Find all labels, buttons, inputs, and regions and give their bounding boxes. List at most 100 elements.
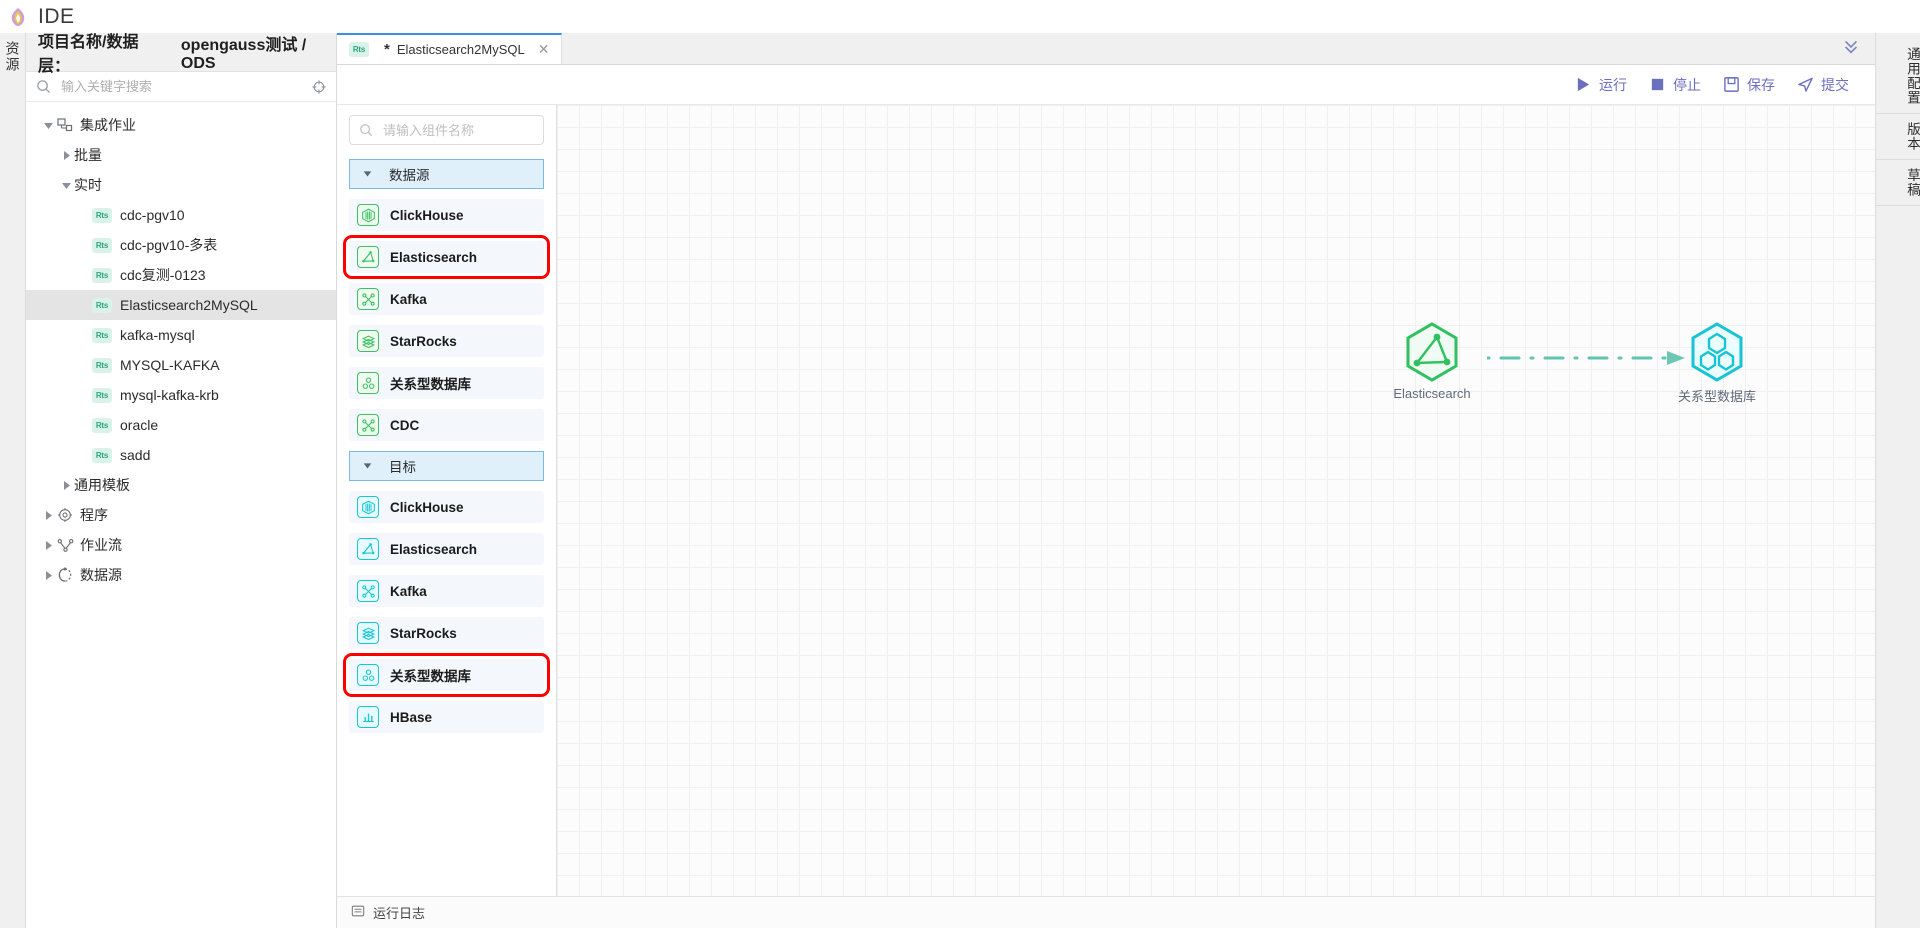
palette-search-input[interactable] xyxy=(381,121,556,139)
close-icon[interactable]: ✕ xyxy=(537,41,550,57)
palette-search-row xyxy=(349,115,556,145)
palette-item-tgt-Elasticsearch[interactable]: Elasticsearch xyxy=(349,533,544,565)
palette-item-tgt-ClickHouse[interactable]: ClickHouse xyxy=(349,491,544,523)
project-header-label: 项目名称/数据层： xyxy=(38,34,139,75)
caret-placeholder xyxy=(76,327,92,343)
palette-item-src-Kafka[interactable]: Kafka xyxy=(349,283,544,315)
left-rail: 资源 xyxy=(0,33,26,928)
left-panel: 项目名称/数据层： opengauss测试 / ODS xyxy=(26,33,337,928)
toolbar-button-label: 提交 xyxy=(1821,76,1849,93)
caret-right-icon[interactable] xyxy=(40,567,56,583)
rts-badge-icon: Rts xyxy=(92,327,112,343)
palette-item-tgt-Kafka[interactable]: Kafka xyxy=(349,575,544,607)
tab-elasticsearch2mysql[interactable]: Rts * Elasticsearch2MySQL ✕ xyxy=(337,33,563,64)
tree-item-作业流[interactable]: 作业流 xyxy=(26,530,336,560)
tree-item-label: kafka-mysql xyxy=(120,327,195,343)
tab-dirty-marker: * xyxy=(384,41,390,58)
palette-item-label: ClickHouse xyxy=(390,499,464,515)
kafka-icon xyxy=(357,288,379,310)
palette-item-src-StarRocks[interactable]: StarRocks xyxy=(349,325,544,357)
right-rail-item-通用配置[interactable]: 通用配置 xyxy=(1876,39,1920,114)
rts-badge-icon: Rts xyxy=(92,387,112,403)
flow-canvas[interactable]: Elasticsearch 关系型数据库 xyxy=(557,105,1875,896)
datasource-icon xyxy=(56,566,74,584)
search-icon xyxy=(36,79,51,94)
run-button[interactable]: 运行 xyxy=(1575,75,1627,95)
tree-item-label: cdc-pgv10 xyxy=(120,207,185,223)
toolbar-button-label: 保存 xyxy=(1747,76,1775,93)
tree-item-label: cdc-pgv10-多表 xyxy=(120,237,218,253)
palette-item-src-Elasticsearch[interactable]: Elasticsearch xyxy=(343,235,550,279)
workflow-icon xyxy=(56,536,74,554)
tree-search-row xyxy=(26,72,336,102)
tree-item-程序[interactable]: 程序 xyxy=(26,500,336,530)
palette-item-src-ClickHouse[interactable]: ClickHouse xyxy=(349,199,544,231)
palette-item-tgt-StarRocks[interactable]: StarRocks xyxy=(349,617,544,649)
rdbms-node-icon xyxy=(1662,320,1772,384)
stop-button[interactable]: 停止 xyxy=(1649,75,1701,95)
bottom-bar: 运行日志 xyxy=(337,896,1875,928)
left-rail-resource-tab[interactable]: 资源 xyxy=(4,41,21,73)
caret-right-icon[interactable] xyxy=(58,477,74,493)
caret-down-icon[interactable] xyxy=(58,177,74,193)
tree-item-实时[interactable]: 实时 xyxy=(26,170,336,200)
caret-right-icon[interactable] xyxy=(40,537,56,553)
palette-item-src-关系型数据库[interactable]: 关系型数据库 xyxy=(349,367,544,399)
palette-group-目标[interactable]: 目标 xyxy=(349,451,544,481)
right-rail-item-草稿[interactable]: 草稿 xyxy=(1876,160,1920,206)
save-button[interactable]: 保存 xyxy=(1723,75,1775,95)
canvas-node-Elasticsearch[interactable]: Elasticsearch xyxy=(1377,320,1487,401)
tree-item-label: 数据源 xyxy=(80,567,122,583)
app-bar: IDE xyxy=(0,0,1920,33)
caret-placeholder xyxy=(76,357,92,373)
rts-badge-icon: Rts xyxy=(92,417,112,433)
canvas-node-关系型数据库[interactable]: 关系型数据库 xyxy=(1662,320,1772,405)
play-icon xyxy=(1575,76,1592,93)
palette-group-数据源[interactable]: 数据源 xyxy=(349,159,544,189)
tree-search-input[interactable] xyxy=(59,78,303,95)
palette-item-tgt-关系型数据库[interactable]: 关系型数据库 xyxy=(343,653,550,697)
tree-item-批量[interactable]: 批量 xyxy=(26,140,336,170)
palette-item-label: Kafka xyxy=(390,583,427,599)
caret-placeholder xyxy=(76,207,92,223)
project-header-value: opengauss测试 / ODS xyxy=(180,37,307,72)
caret-down-icon[interactable] xyxy=(40,117,56,133)
tree-item-kafka-mysql[interactable]: Rts kafka-mysql xyxy=(26,320,336,350)
tab-rts-badge: Rts xyxy=(349,42,369,57)
gear-icon xyxy=(56,506,74,524)
caret-right-icon[interactable] xyxy=(40,507,56,523)
flame-logo-icon xyxy=(6,5,30,29)
elasticsearch-icon xyxy=(357,538,379,560)
tree-item-集成作业[interactable]: 集成作业 xyxy=(26,110,336,140)
caret-right-icon[interactable] xyxy=(58,147,74,163)
tab-bar: Rts * Elasticsearch2MySQL ✕ xyxy=(337,33,1875,65)
caret-placeholder xyxy=(76,417,92,433)
tree-item-通用模板[interactable]: 通用模板 xyxy=(26,470,336,500)
caret-placeholder xyxy=(76,267,92,283)
starrocks-icon xyxy=(357,622,379,644)
right-rail-item-版本[interactable]: 版本 xyxy=(1876,114,1920,160)
double-chevron-down-icon[interactable] xyxy=(1841,36,1861,61)
tree-item-数据源[interactable]: 数据源 xyxy=(26,560,336,590)
canvas-node-label: Elasticsearch xyxy=(1393,386,1471,401)
canvas-node-label: 关系型数据库 xyxy=(1677,389,1756,404)
caret-placeholder xyxy=(76,447,92,463)
tab-title: Elasticsearch2MySQL xyxy=(396,42,525,57)
clickhouse-icon xyxy=(357,204,379,226)
run-log-label[interactable]: 运行日志 xyxy=(373,906,426,921)
palette-item-tgt-HBase[interactable]: HBase xyxy=(349,701,544,733)
palette-item-src-CDC[interactable]: CDC xyxy=(349,409,544,441)
rts-badge-icon: Rts xyxy=(92,297,112,313)
crosshair-icon[interactable] xyxy=(311,79,326,94)
submit-button[interactable]: 提交 xyxy=(1797,75,1849,95)
palette-item-label: HBase xyxy=(390,709,433,725)
tree-item-label: sadd xyxy=(120,447,151,463)
